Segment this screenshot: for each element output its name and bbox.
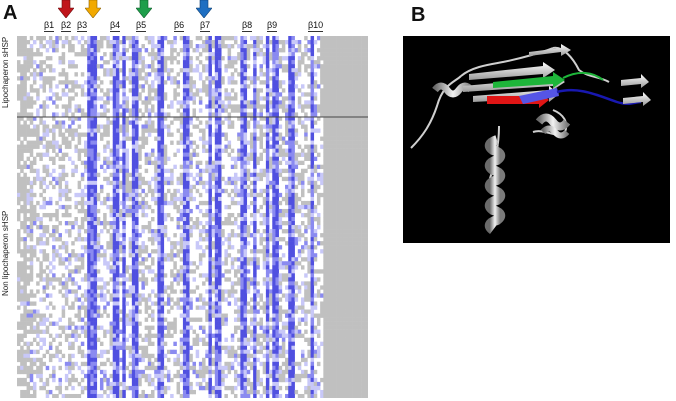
beta-strand (623, 92, 651, 106)
beta-strand (621, 74, 649, 88)
strand-label-b5: β5 (136, 20, 147, 32)
blue-arrow-icon (196, 0, 212, 18)
protein-structure-panel (403, 36, 670, 243)
blue-loop (556, 88, 642, 106)
beta-strand (469, 62, 555, 80)
protein-ribbon-structure (410, 44, 651, 234)
orange-arrow-icon (85, 0, 101, 18)
panel-b-letter: B (411, 4, 426, 26)
strand-label-b3: β3 (77, 20, 88, 32)
strand-label-b1: β1 (44, 20, 55, 32)
long-helix (484, 135, 506, 234)
helix-segment (540, 125, 570, 139)
panel-a-letter: A (3, 2, 18, 24)
red-arrow-icon (58, 0, 74, 18)
strand-label-b2: β2 (61, 20, 72, 32)
non-lipochaperon-group-label: Non lipochaperon sHSP (1, 210, 10, 296)
green-arrow-icon (136, 0, 152, 18)
beta-strand (529, 44, 571, 56)
strand-label-b10: β10 (308, 20, 324, 32)
blue-beta-strand (519, 88, 559, 104)
loop-coil (410, 75, 462, 149)
strand-label-b9: β9 (267, 20, 278, 32)
strand-label-b8: β8 (242, 20, 253, 32)
lipochaperon-group-label: Lipochaperon sHSP (1, 36, 10, 108)
helix-segment (535, 113, 571, 131)
sequence-alignment-map (17, 36, 368, 398)
strand-label-b7: β7 (200, 20, 211, 32)
green-beta-strand (493, 72, 565, 88)
green-loop (562, 72, 604, 81)
strand-label-b6: β6 (174, 20, 185, 32)
strand-label-b4: β4 (110, 20, 121, 32)
